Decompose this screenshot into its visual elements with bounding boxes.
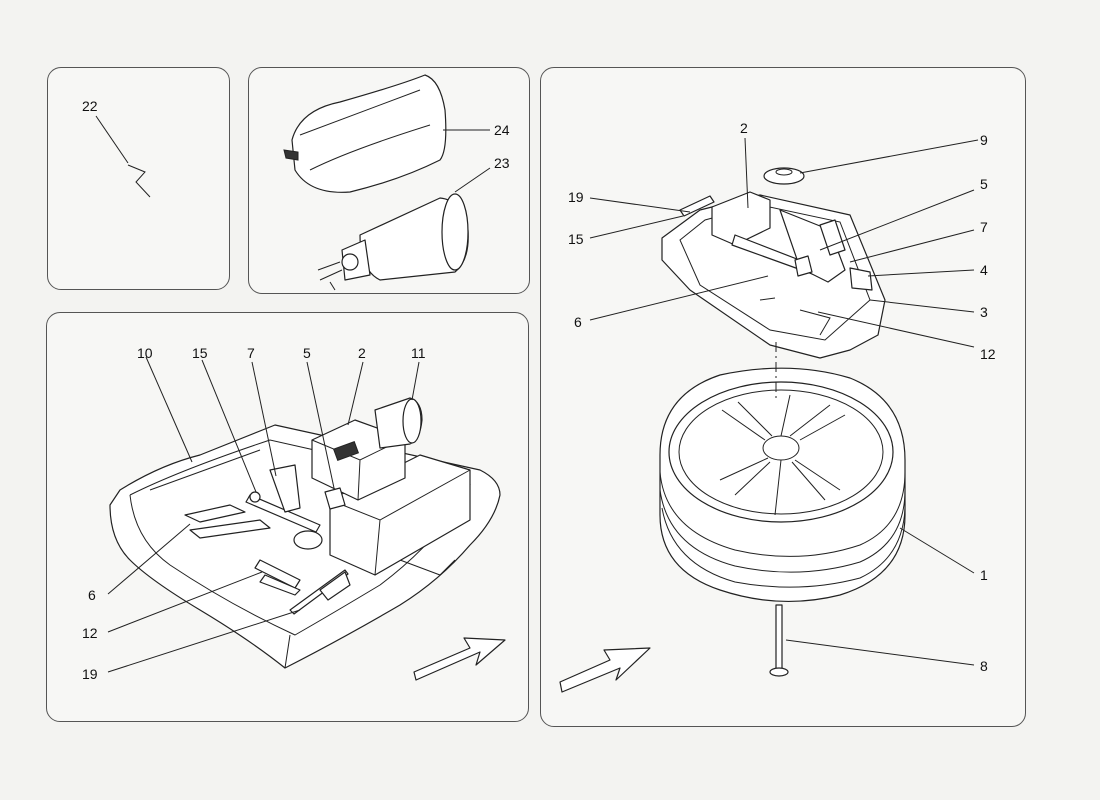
- jack-base-plate-drawing: [763, 167, 805, 185]
- callout-8: 8: [980, 658, 988, 674]
- compressor-unit-drawing: [311, 397, 423, 501]
- callout-19-wheel: 19: [568, 189, 584, 205]
- callout-12: 12: [82, 625, 98, 641]
- callout-24: 24: [494, 122, 510, 138]
- direction-arrow-tray[interactable]: [413, 637, 506, 681]
- callout-23: 23: [494, 155, 510, 171]
- callout-9: 9: [980, 132, 988, 148]
- callout-19: 19: [82, 666, 98, 682]
- leader-lines: [95, 115, 979, 673]
- spare-wheel-drawing: [659, 367, 906, 603]
- callout-15: 15: [192, 345, 208, 361]
- callout-7-wheel: 7: [980, 219, 988, 235]
- tool-bag-drawing: [283, 74, 447, 193]
- callout-labels: 22 24 23 10 15 7 5 2 11 6 12 19 2 9 19 5…: [82, 98, 996, 682]
- callout-11: 11: [411, 345, 426, 361]
- wheel-bolt-drawing: [769, 604, 789, 677]
- callout-12-wheel: 12: [980, 346, 996, 362]
- callout-22: 22: [82, 98, 98, 114]
- callout-6: 6: [88, 587, 96, 603]
- callout-6-wheel: 6: [574, 314, 582, 330]
- callout-5-wheel: 5: [980, 176, 988, 192]
- compressor-canister-drawing: [317, 193, 469, 291]
- callout-2-wheel: 2: [740, 120, 748, 136]
- callout-10: 10: [137, 345, 153, 361]
- callout-2: 2: [358, 345, 366, 361]
- callout-4: 4: [980, 262, 988, 278]
- callout-1: 1: [980, 567, 988, 583]
- callout-7: 7: [247, 345, 255, 361]
- callout-15-wheel: 15: [568, 231, 584, 247]
- callout-5: 5: [303, 345, 311, 361]
- crank-handle-drawing: [127, 164, 151, 198]
- direction-arrow-wheel[interactable]: [559, 647, 651, 693]
- tray-tools-drawing: [184, 464, 351, 615]
- callout-3: 3: [980, 304, 988, 320]
- upper-tray-drawing: [661, 191, 886, 359]
